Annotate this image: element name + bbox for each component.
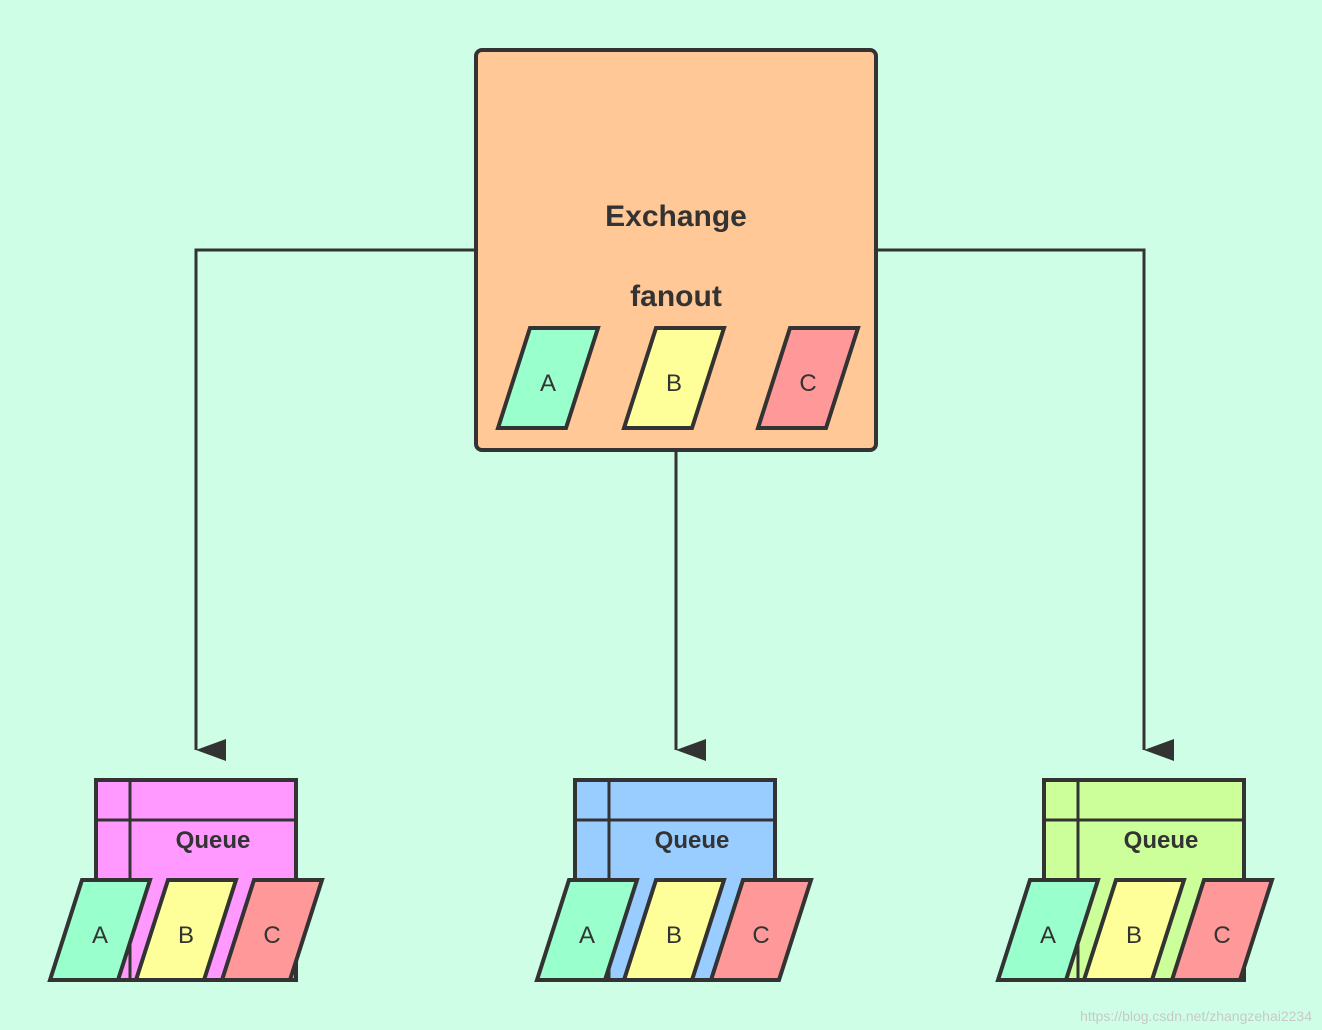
queue-message-c: C	[708, 878, 814, 982]
exchange-message-c: C	[755, 326, 861, 430]
svg-text:A: A	[579, 922, 595, 949]
svg-text:A: A	[540, 370, 556, 397]
queue-label: Queue	[1124, 827, 1199, 854]
queue-message-b: B	[1081, 878, 1187, 982]
queue-message-c: C	[219, 878, 325, 982]
svg-text:B: B	[1126, 922, 1142, 949]
connector-right	[876, 248, 1174, 761]
svg-text:B: B	[178, 922, 194, 949]
svg-text:C: C	[752, 922, 769, 949]
watermark: https://blog.csdn.net/zhangzehai2234	[1080, 1008, 1312, 1024]
queue-right: Queue A B C	[995, 778, 1275, 982]
queue-label: Queue	[655, 827, 730, 854]
svg-text:C: C	[799, 370, 816, 397]
exchange-message-a: A	[495, 326, 601, 430]
queue-message-a: A	[47, 878, 153, 982]
svg-text:A: A	[1040, 922, 1056, 949]
svg-text:A: A	[92, 922, 108, 949]
queue-message-b: B	[133, 878, 239, 982]
queue-message-b: B	[621, 878, 727, 982]
connectors	[194, 248, 1174, 761]
queue-message-a: A	[995, 878, 1101, 982]
queue-left: Queue A B C	[47, 778, 325, 982]
queue-message-a: A	[534, 878, 640, 982]
exchange-type: fanout	[630, 280, 722, 313]
queue-middle: Queue A B C	[534, 778, 814, 982]
queue-label: Queue	[176, 827, 251, 854]
exchange-title: Exchange	[605, 200, 747, 233]
svg-text:B: B	[666, 370, 682, 397]
exchange-message-b: B	[621, 326, 727, 430]
queue-message-c: C	[1169, 878, 1275, 982]
svg-text:C: C	[1213, 922, 1230, 949]
exchange-node: Exchange fanout A B C	[474, 48, 878, 452]
svg-text:C: C	[263, 922, 280, 949]
connector-left	[194, 248, 476, 761]
svg-text:B: B	[666, 922, 682, 949]
